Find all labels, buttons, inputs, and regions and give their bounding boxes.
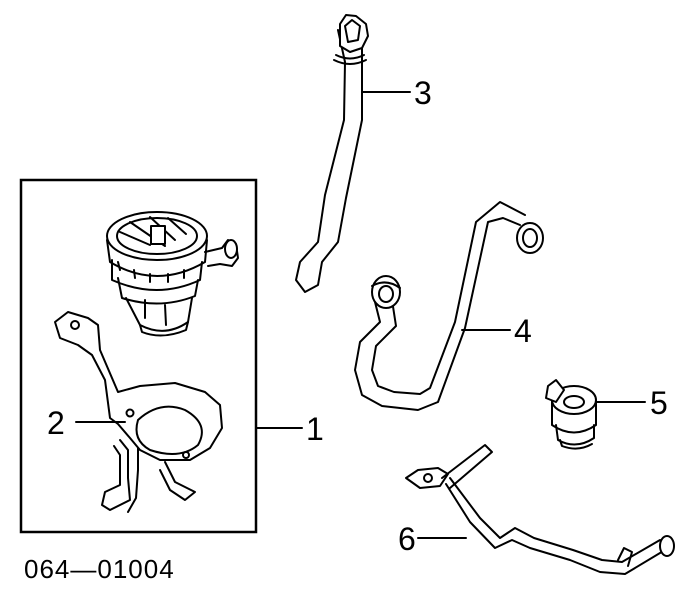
- callout-2: 2: [47, 405, 65, 441]
- callout-5: 5: [650, 385, 668, 421]
- hose-part-3: [295, 14, 369, 293]
- air-pump-part: [106, 211, 239, 337]
- hose-part-4: [354, 201, 544, 411]
- pipe-part-6: [405, 444, 675, 575]
- callout-4: 4: [514, 313, 532, 349]
- callout-3: 3: [414, 75, 432, 111]
- assembly-box: [19, 178, 258, 534]
- callout-1: 1: [306, 411, 324, 447]
- diagram-code: 064—01004: [24, 554, 175, 584]
- valve-part-5: [545, 379, 597, 450]
- bracket-part: [54, 311, 223, 513]
- callout-6: 6: [398, 521, 416, 557]
- leader-lines: [75, 91, 646, 539]
